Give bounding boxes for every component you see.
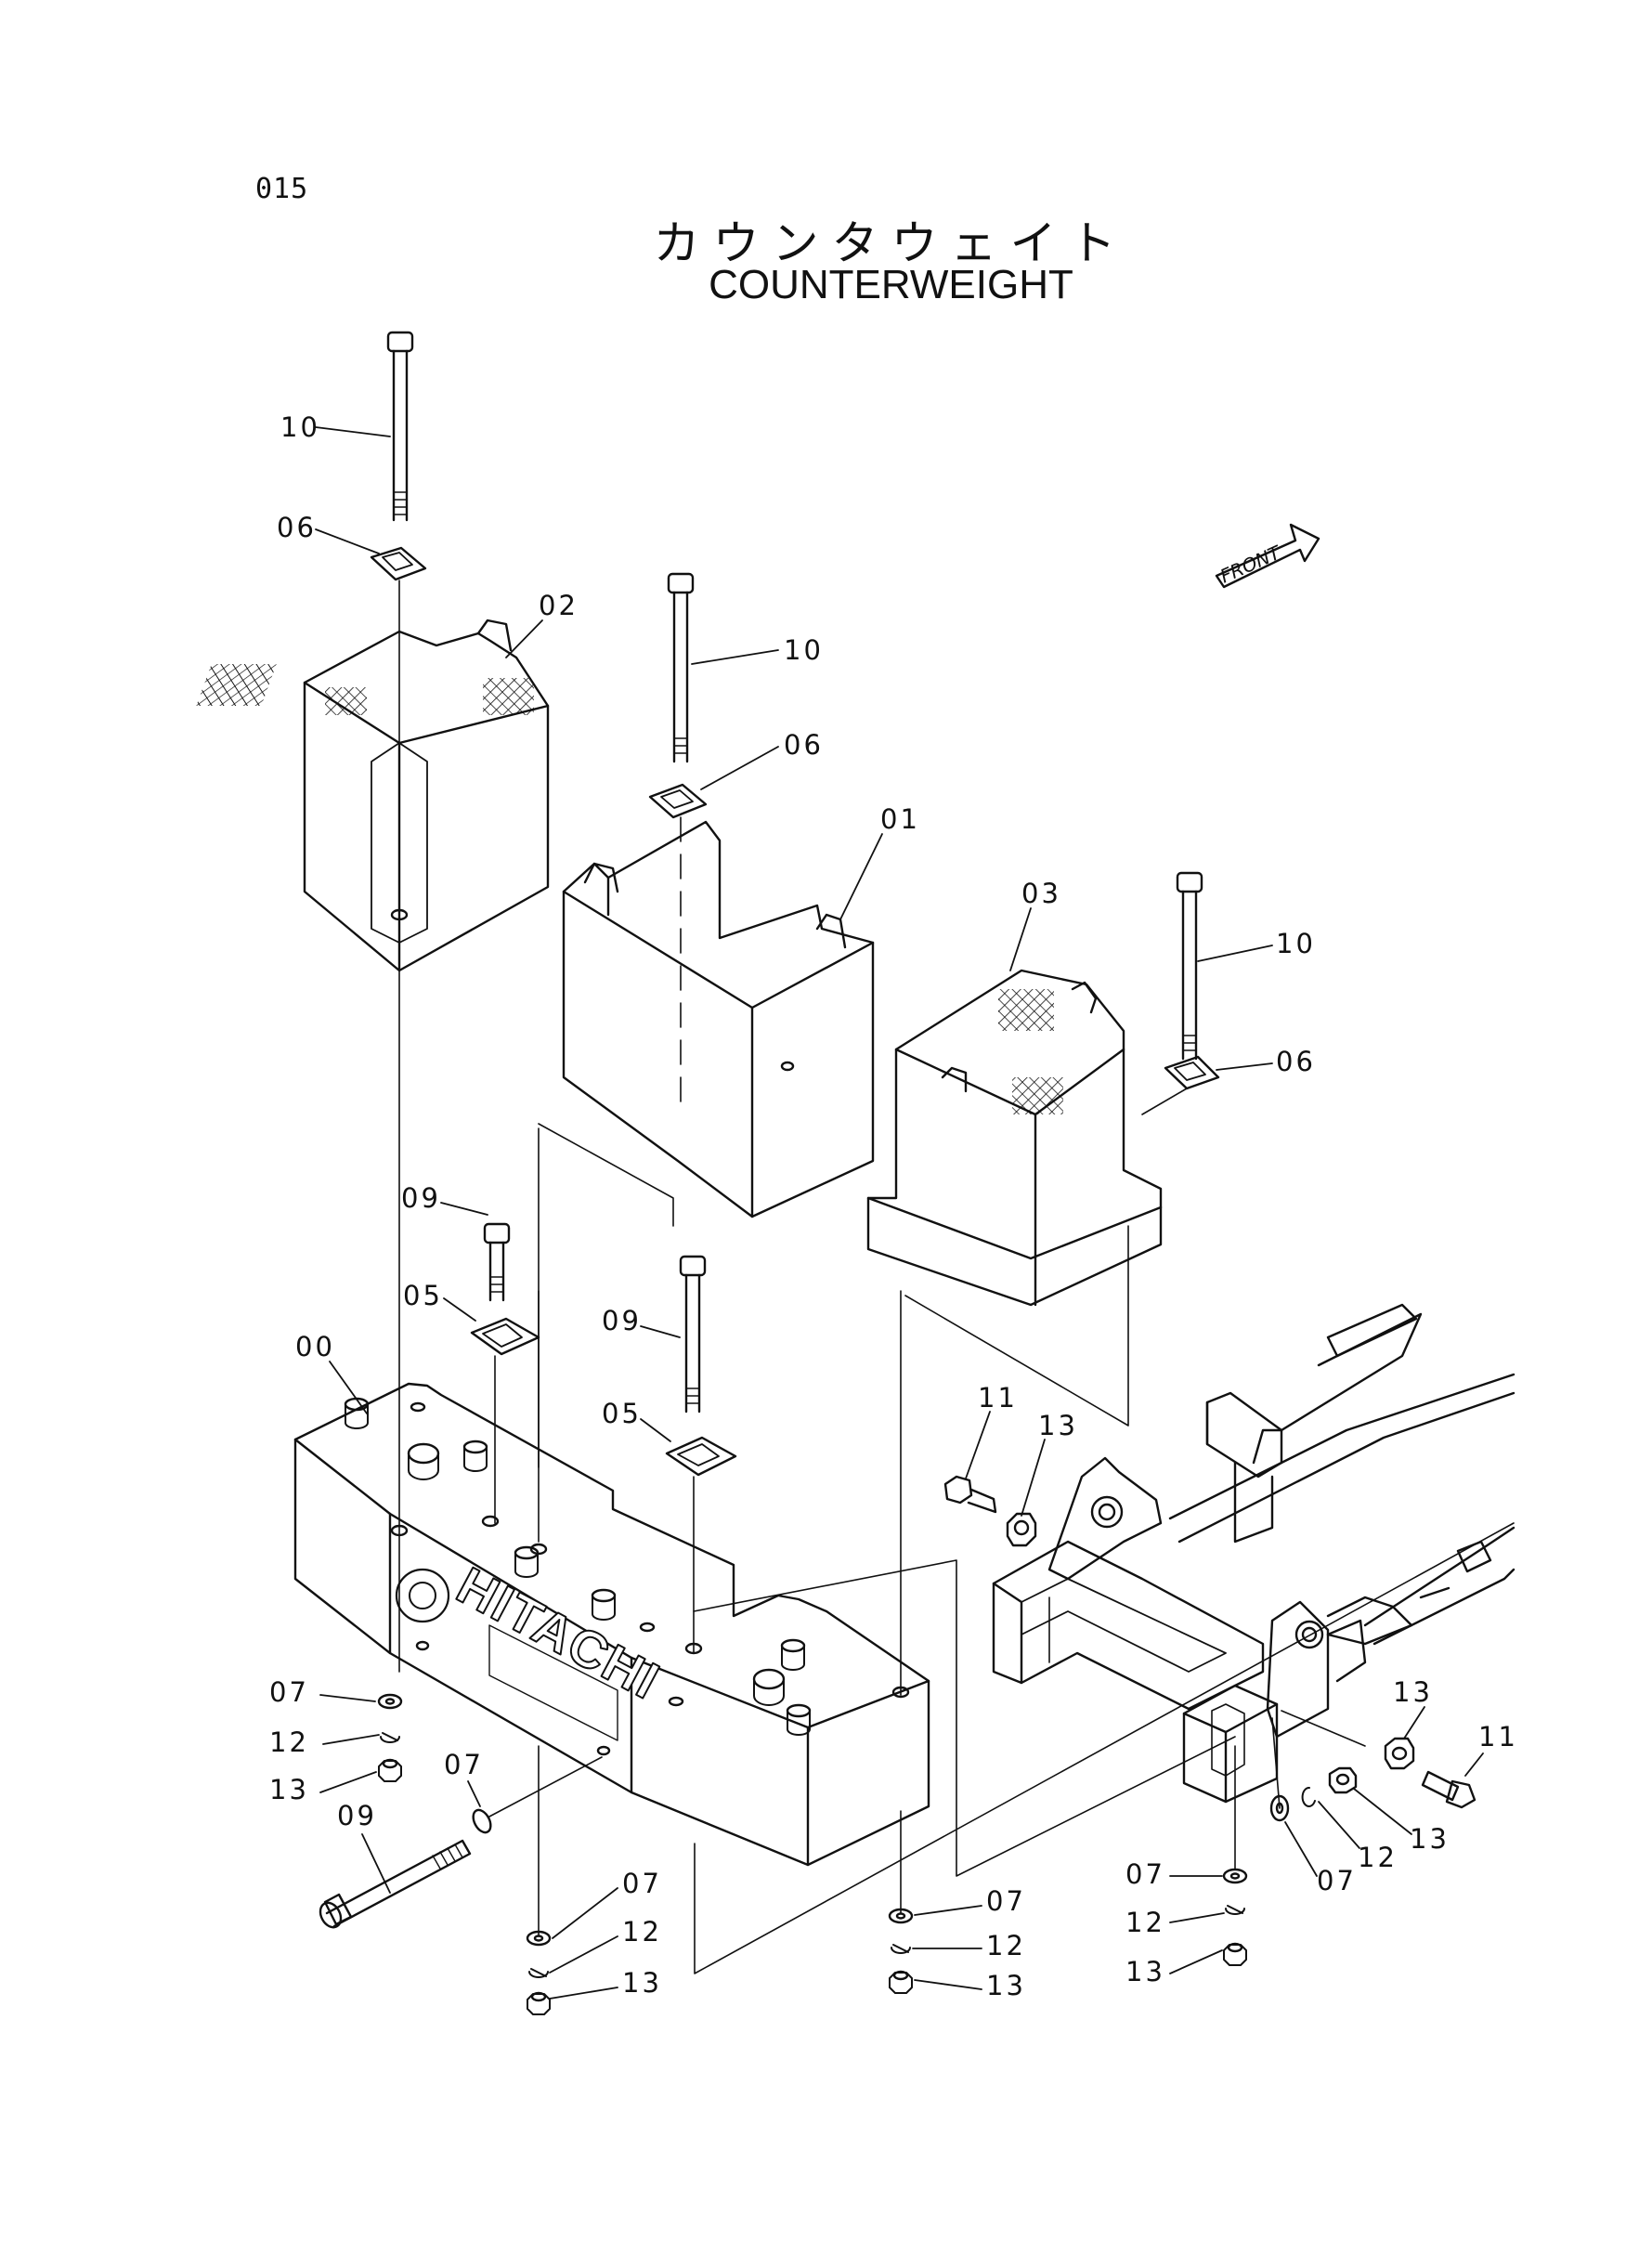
fastener-stack-right [1222,1868,1248,1966]
callout-label: 07 [1125,1858,1165,1890]
callout-label: 09 [602,1305,642,1336]
bolt-10-right [1176,871,1203,1061]
callout-label: 07 [444,1749,484,1780]
callout-label: 12 [1125,1907,1165,1938]
callout-label: 07 [622,1868,662,1899]
callout-label: 06 [1276,1046,1316,1077]
callout-label: 13 [1038,1410,1078,1441]
clamp-06-upper-left [370,546,427,581]
callout-label: 10 [784,634,824,666]
callout-label: 13 [986,1970,1026,2001]
page-number: 015 [255,173,309,205]
bolt-11-right [1421,1770,1476,1809]
washer-12-right-side [1301,1787,1316,1807]
weight-01 [562,820,875,1218]
callout-label: 12 [269,1726,309,1758]
callout-label: 10 [280,411,320,443]
callout-label: 03 [1021,878,1061,909]
callout-labels: 10 06 02 10 06 01 03 10 06 09 05 00 09 0… [269,411,1518,2001]
bolt-09-left [483,1222,511,1302]
fastener-stack-mid-left [526,1930,552,2015]
bolt-09-lower-horizontal [319,1839,472,1929]
callout-label: 01 [880,803,920,835]
clamp-05-center [665,1436,737,1477]
title-japanese: カウンタウェイト [653,216,1129,270]
callout-label: 11 [978,1382,1018,1414]
callout-label: 11 [1478,1721,1518,1752]
nut-13-right-side [1328,1766,1358,1794]
fastener-stack-left [377,1693,403,1782]
bolt-09-center [679,1255,707,1414]
callout-label: 12 [622,1916,662,1948]
weight-03 [866,969,1163,1307]
washer-07-side [472,1808,492,1834]
hitachi-logo-icon [395,1568,450,1623]
guide-line [1141,1088,1188,1115]
nut-13-far-right [1384,1737,1415,1770]
callout-label: 07 [269,1676,309,1708]
callout-label: 00 [295,1331,335,1362]
counterweight-00-base: HITACHI [293,1382,930,1867]
callout-label: 10 [1276,928,1316,959]
callout-label: 09 [337,1800,377,1831]
callout-label: 05 [602,1398,642,1429]
front-arrow-icon: FRONT [1215,523,1320,589]
weight-02 [196,619,550,972]
callout-label: 13 [1410,1823,1450,1855]
callout-label: 02 [539,590,579,621]
clamp-05-left [470,1317,540,1356]
callout-label: 05 [403,1280,443,1311]
callout-label: 13 [1125,1956,1165,1987]
callout-label: 13 [1393,1676,1433,1708]
nut-13-upper [1006,1512,1037,1547]
leader-lines [315,426,1484,2000]
front-label: FRONT [1216,541,1285,587]
frame-bracket-assembly [992,1303,1515,1804]
callout-label: 06 [277,512,317,543]
callout-label: 12 [986,1930,1026,1961]
title-english: COUNTERWEIGHT [709,262,1073,307]
callout-label: 07 [1317,1865,1357,1896]
callout-label: 06 [784,729,824,761]
brand-lettering: HITACHI [448,1556,670,1711]
callout-label: 12 [1358,1842,1398,1873]
callout-label: 13 [622,1967,662,1999]
fastener-stack-mid-right [888,1908,914,1994]
clamp-06-right [1164,1055,1220,1090]
bolt-11-upper [943,1475,997,1514]
bolt-10-center [667,572,695,763]
callout-label: 07 [986,1885,1026,1917]
bolt-10-upper-left [386,331,414,522]
callout-label: 09 [401,1182,441,1214]
callout-label: 13 [269,1774,309,1805]
clamp-06-center [648,783,708,819]
